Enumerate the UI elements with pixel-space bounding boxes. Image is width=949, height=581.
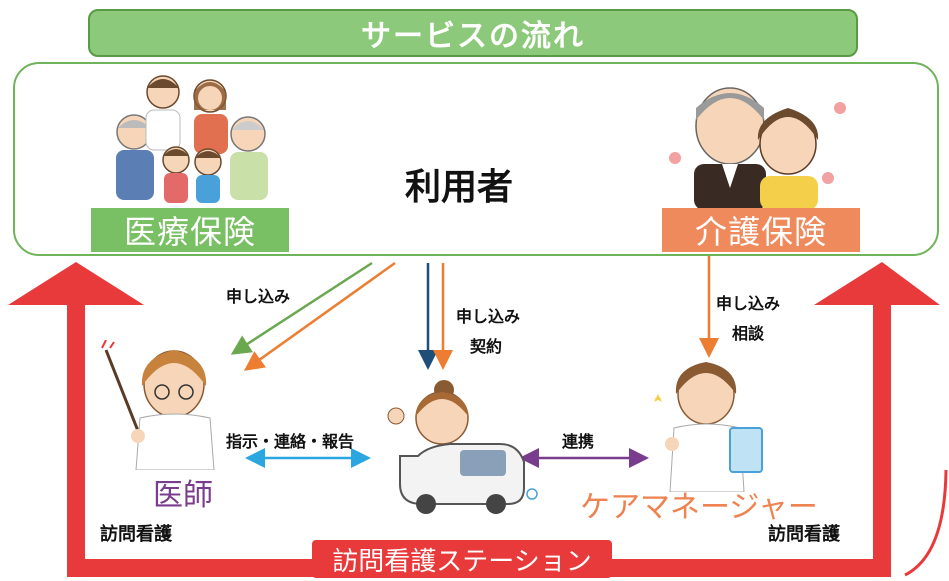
medical-insurance-label: 医療保険 <box>91 208 289 252</box>
apply-center-line1: 申し込み <box>456 307 521 326</box>
doctor-label: 医師 <box>153 478 213 513</box>
apply-right-line1: 申し込み <box>716 294 781 313</box>
family-illustration <box>116 75 268 203</box>
station-label: 訪問看護ステーション <box>312 540 612 578</box>
loop-arrowhead-left <box>8 262 144 305</box>
care-manager-illustration <box>654 362 763 492</box>
arrow-user-to-doctor-green <box>230 261 373 355</box>
user-label: 利用者 <box>405 167 514 208</box>
apply-right-line2: 相談 <box>732 324 765 343</box>
arrow-user-to-doctor-orange <box>243 261 396 371</box>
instruction-link-label: 指示・連絡・報告 <box>226 432 355 451</box>
visiting-nursing-left: 訪問看護 <box>100 524 172 545</box>
nurse-car-illustration <box>387 380 538 514</box>
corner-curl <box>904 469 948 577</box>
doctor-illustration <box>101 340 215 470</box>
visiting-nursing-right: 訪問看護 <box>768 524 840 545</box>
elderly-couple-illustration <box>669 87 846 210</box>
cooperation-link-label: 連携 <box>562 432 595 451</box>
care-manager-label: ケアマネージャー <box>580 490 818 525</box>
apply-left-label: 申し込み <box>226 287 291 306</box>
care-insurance-label: 介護保険 <box>662 208 860 252</box>
loop-arrowhead-right <box>814 262 940 305</box>
title-banner: サービスの流れ <box>88 9 858 57</box>
apply-center-line2: 契約 <box>470 337 503 356</box>
